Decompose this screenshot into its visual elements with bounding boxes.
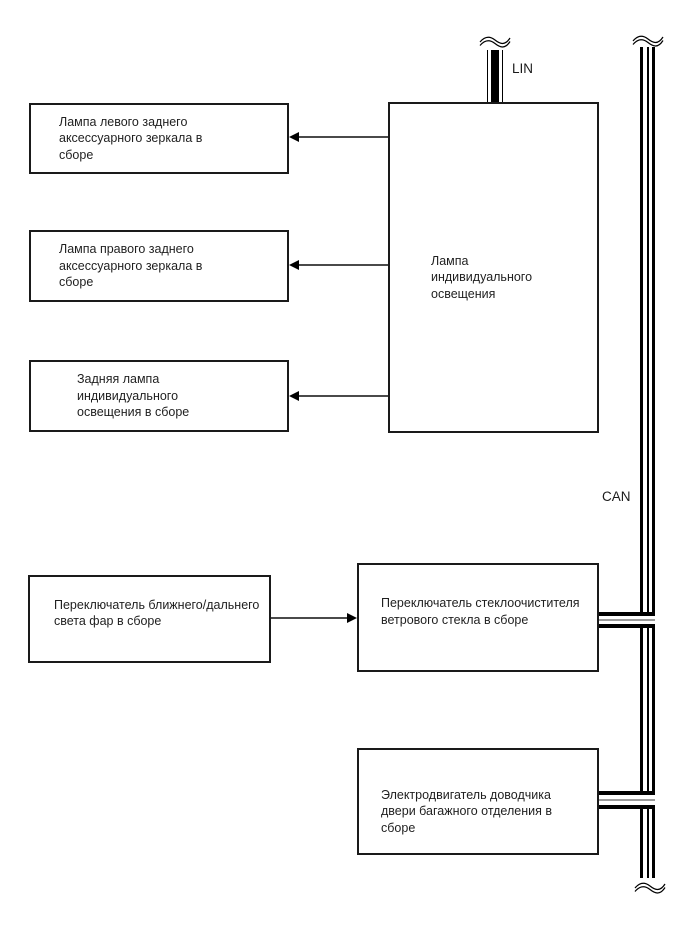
connector-line	[298, 136, 388, 138]
node-label: Переключатель ближнего/дальнего света фа…	[54, 597, 260, 629]
wire-break-icon	[632, 35, 664, 47]
can-stub-center-wire	[598, 619, 655, 621]
node-label: Переключатель стеклоочистителя ветрового…	[381, 596, 580, 627]
can-stub-center-wire	[598, 799, 655, 801]
can-bus-center-wire	[646, 47, 649, 878]
connector-line	[298, 264, 388, 266]
connector-line	[298, 395, 388, 397]
node-individual-lamp: Лампа индивидуального освещения	[388, 102, 599, 433]
can-stub-tailgate	[598, 791, 655, 809]
arrowhead-left-icon	[289, 260, 299, 270]
can-stub-wiper	[598, 612, 655, 628]
can-label: CAN	[602, 489, 631, 504]
node-label: Лампа правого заднего аксессуарного зерк…	[59, 242, 203, 290]
wire-break-icon	[634, 882, 666, 894]
arrowhead-right-icon	[347, 613, 357, 623]
node-label: Лампа левого заднего аксессуарного зерка…	[59, 114, 203, 162]
arrowhead-left-icon	[289, 391, 299, 401]
node-right-mirror-lamp: Лампа правого заднего аксессуарного зерк…	[29, 230, 289, 302]
wire-break-icon	[479, 36, 511, 48]
node-label: Задняя лампа индивидуального освещения в…	[77, 372, 190, 420]
node-left-mirror-lamp: Лампа левого заднего аксессуарного зерка…	[29, 103, 289, 174]
connector-line	[271, 617, 348, 619]
lin-bus-core-wire	[491, 50, 499, 103]
lin-label: LIN	[512, 61, 534, 76]
node-rear-individual-lamp: Задняя лампа индивидуального освещения в…	[29, 360, 289, 432]
node-label: Лампа индивидуального освещения	[431, 253, 533, 301]
arrowhead-left-icon	[289, 132, 299, 142]
lin-bus-line	[487, 50, 503, 103]
node-tailgate-motor: Электродвигатель доводчика двери багажно…	[357, 748, 599, 855]
node-label: Электродвигатель доводчика двери багажно…	[381, 787, 552, 835]
node-wiper-switch: Переключатель стеклоочистителя ветрового…	[357, 563, 599, 672]
node-headlamp-switch: Переключатель ближнего/дальнего света фа…	[28, 575, 271, 663]
can-bus-line	[640, 47, 655, 878]
